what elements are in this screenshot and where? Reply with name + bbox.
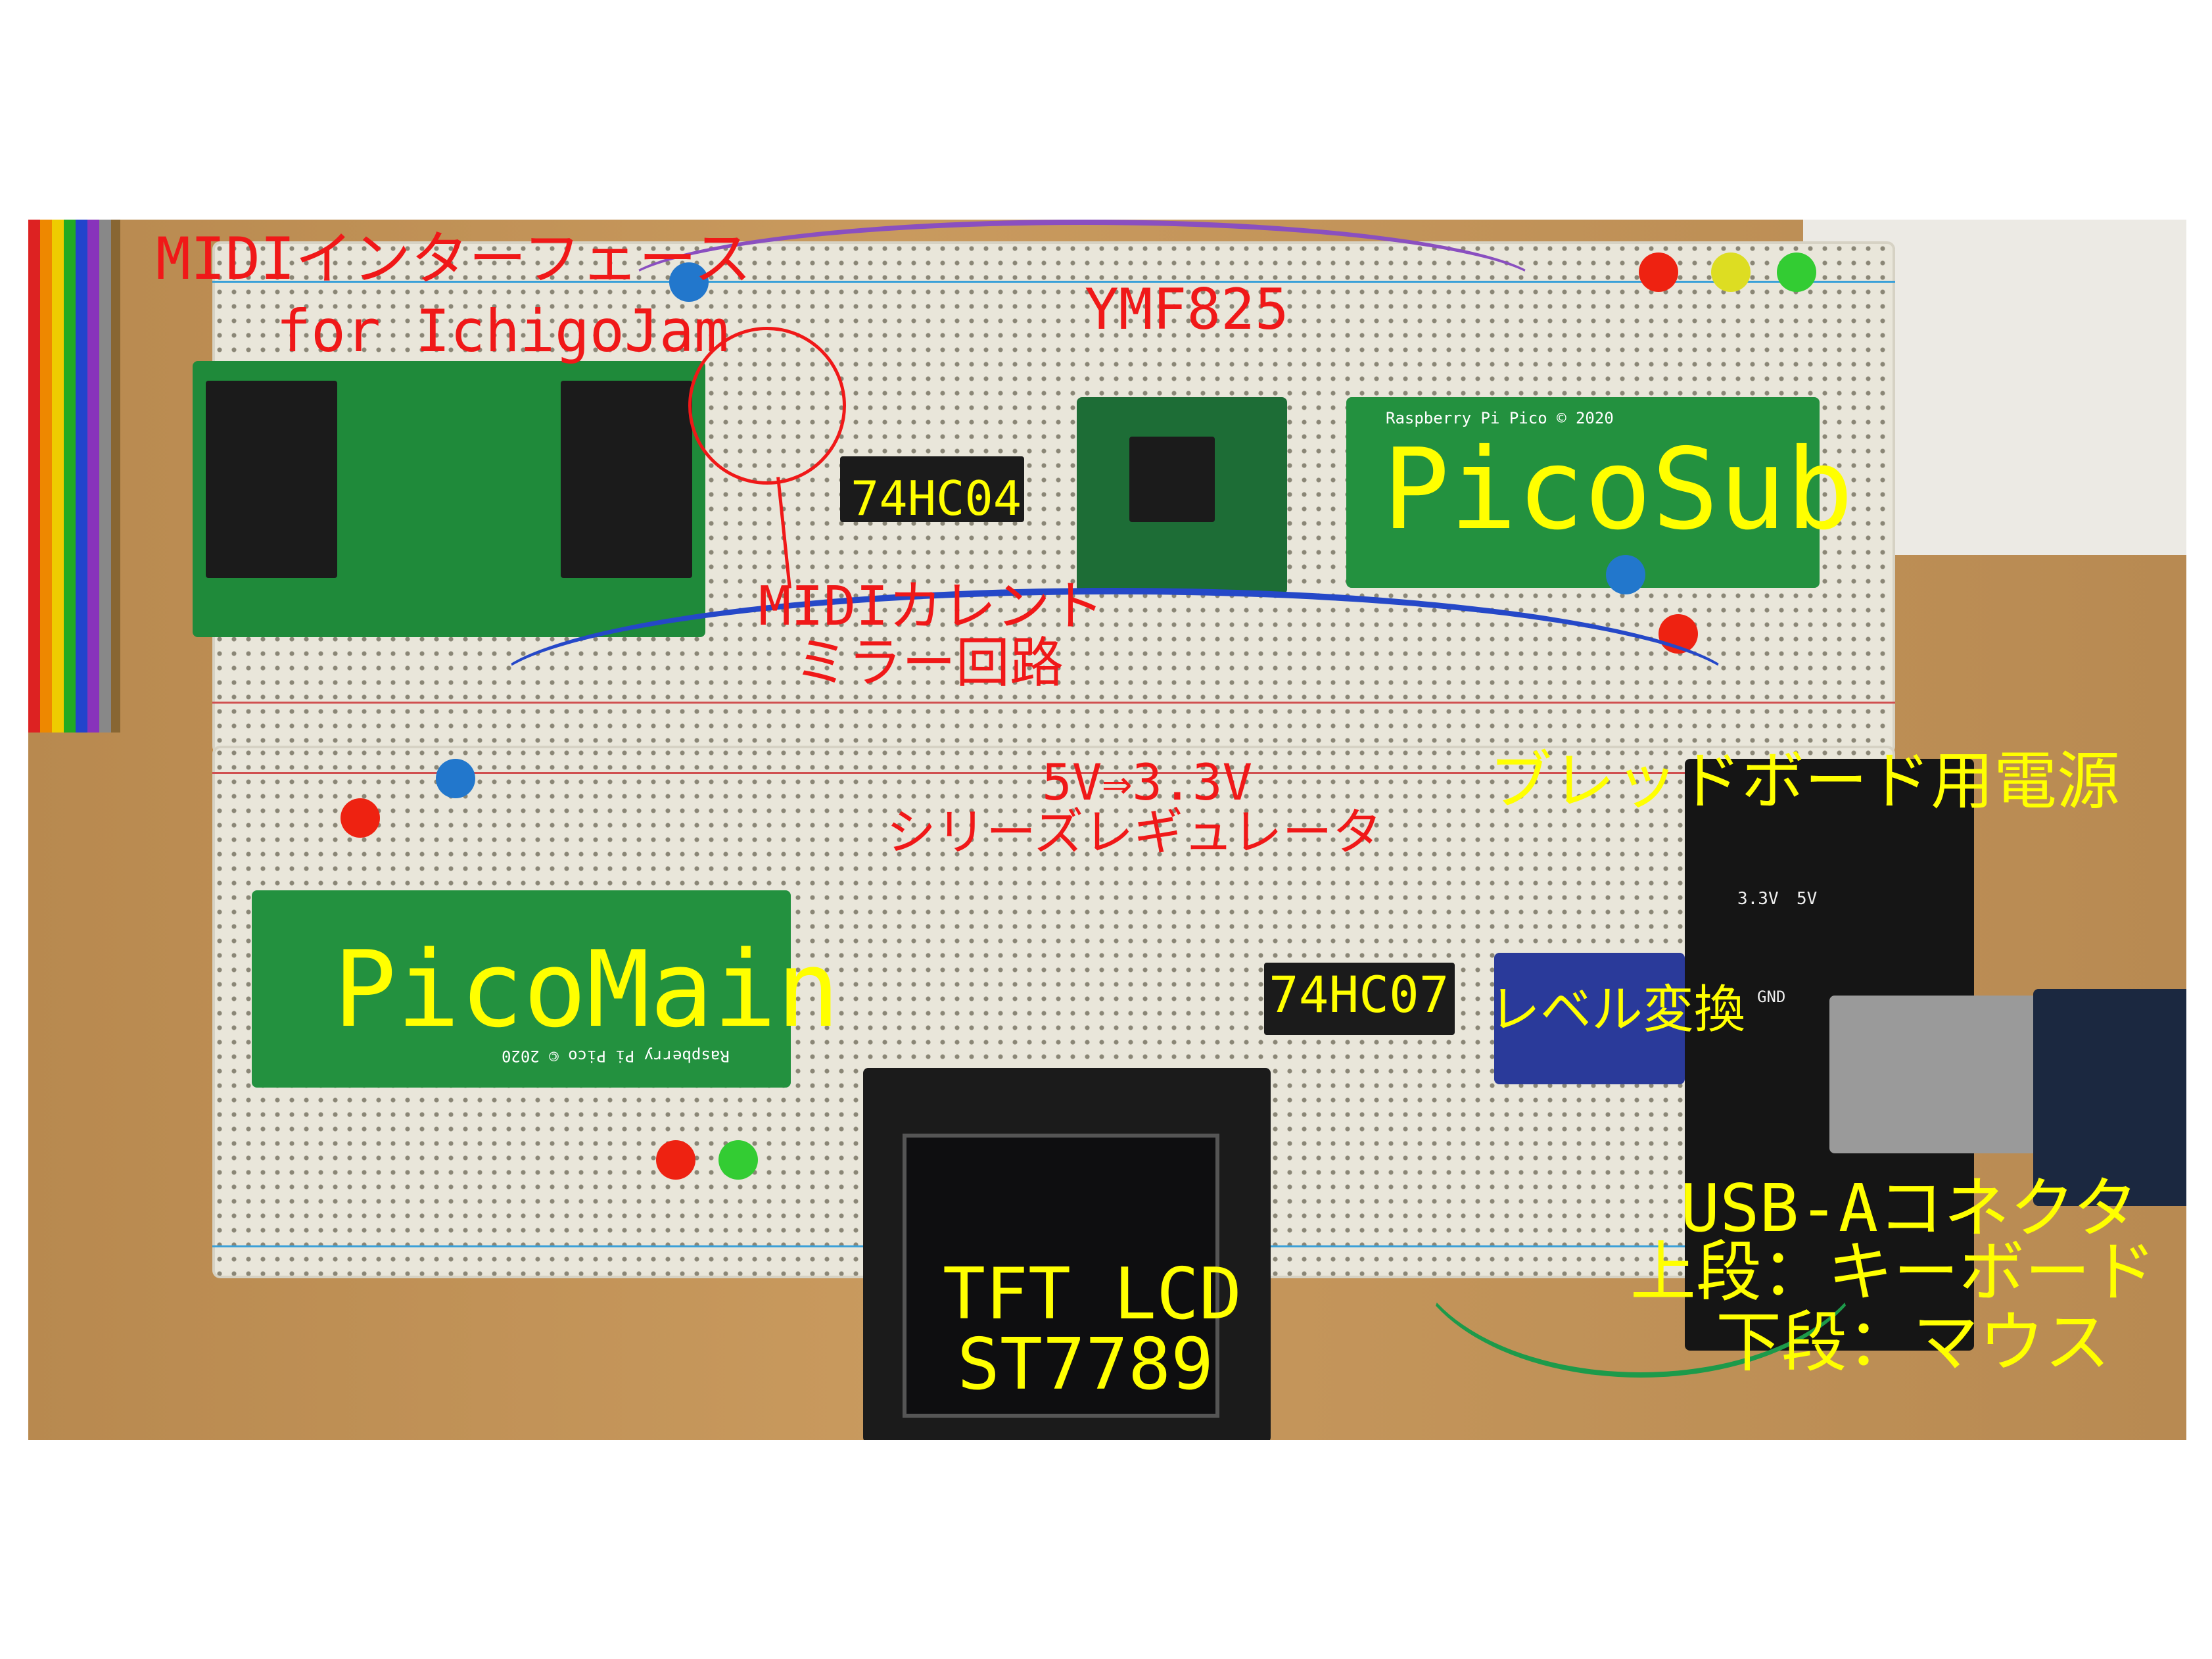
chip-74hc04 bbox=[840, 456, 1024, 522]
label-series-regulator: シリーズレギュレータ bbox=[886, 803, 1382, 861]
breadboard-photo: Raspberry Pi Pico © 2020 Raspberry Pi Pi… bbox=[28, 220, 2186, 1440]
usb-a-connector bbox=[1829, 996, 2040, 1153]
picomain-board: Raspberry Pi Pico © 2020 bbox=[252, 890, 791, 1088]
label-usb-a: USB-Aコネクタ bbox=[1680, 1170, 2139, 1247]
led-red-4 bbox=[656, 1140, 695, 1180]
label-midi-current: MIDIカレント bbox=[759, 575, 1104, 638]
label-for-ichigojam: for IchigoJam bbox=[276, 297, 729, 365]
label-keyboard: 上段：キーボード bbox=[1630, 1234, 2156, 1310]
highlight-circle bbox=[688, 327, 846, 485]
ps2-adapter-board bbox=[2033, 989, 2186, 1206]
midi-connector-in bbox=[206, 381, 337, 578]
led-green-4 bbox=[718, 1140, 758, 1180]
chip-74hc07 bbox=[1264, 963, 1455, 1035]
label-mirror-circuit: ミラー回路 bbox=[794, 632, 1064, 694]
led-blue-3 bbox=[436, 759, 475, 798]
midi-connector-out bbox=[561, 381, 692, 578]
wire-purple bbox=[620, 220, 1544, 358]
label-mouse: 下段：マウス bbox=[1716, 1304, 2110, 1381]
led-blue-2 bbox=[1606, 555, 1645, 594]
label-tft-lcd: TFT LCD bbox=[943, 1253, 1242, 1335]
led-yellow bbox=[1711, 252, 1751, 292]
label-midi-interface: MIDIインターフェース bbox=[156, 225, 752, 293]
led-green bbox=[1777, 252, 1816, 292]
ribbon-cable bbox=[28, 220, 120, 733]
label-5v-3v3: 5V⇒3.3V bbox=[1042, 753, 1253, 811]
label-picosub: PicoSub bbox=[1382, 425, 1854, 555]
led-red-3 bbox=[341, 798, 380, 838]
label-bb-power: ブレッドボード用電源 bbox=[1489, 744, 2120, 818]
midi-interface-board bbox=[193, 361, 705, 637]
label-74hc04: 74HC04 bbox=[851, 471, 1022, 526]
ymf825-board bbox=[1077, 397, 1287, 594]
label-level-shift: レベル変換 bbox=[1489, 980, 1746, 1040]
level-shifter-board bbox=[1494, 953, 1685, 1084]
label-st7789: ST7789 bbox=[957, 1324, 1214, 1406]
tft-lcd-module bbox=[863, 1068, 1271, 1440]
label-74hc07: 74HC07 bbox=[1269, 965, 1449, 1024]
label-ymf825: YMF825 bbox=[1085, 277, 1289, 343]
picosub-board: Raspberry Pi Pico © 2020 bbox=[1346, 397, 1820, 588]
wire-bundle bbox=[488, 588, 1741, 794]
wire-green bbox=[1409, 1107, 1873, 1378]
led-red bbox=[1639, 252, 1678, 292]
label-picomain: PicoMain bbox=[333, 928, 840, 1051]
